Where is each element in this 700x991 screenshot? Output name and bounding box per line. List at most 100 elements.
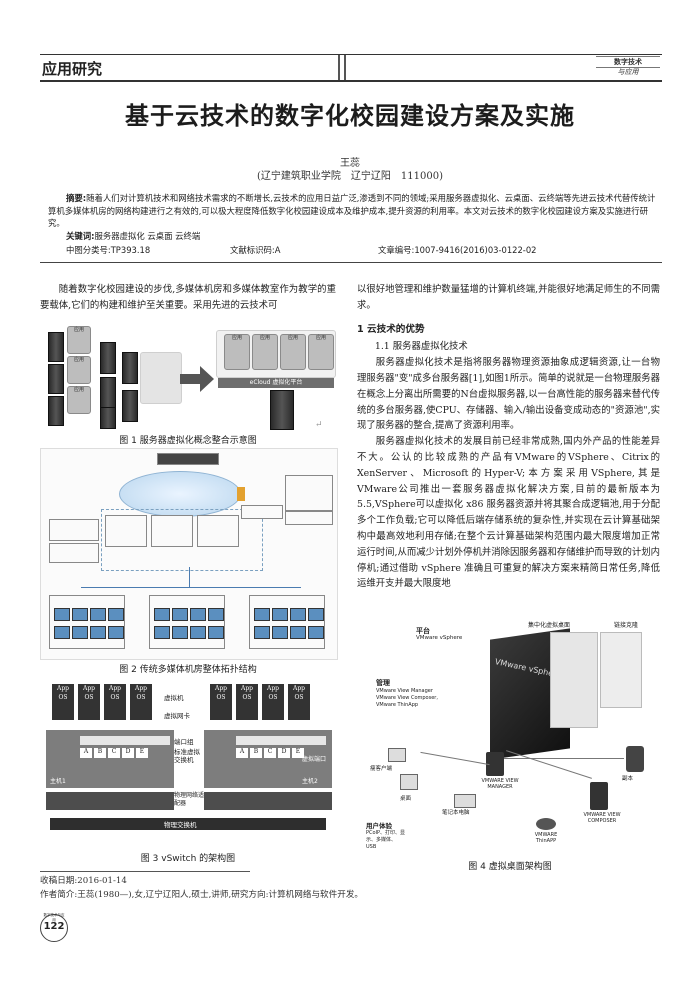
port-group-bar (80, 736, 170, 745)
desktop-icon (400, 774, 418, 790)
server-group (105, 515, 147, 547)
logo-rule (596, 67, 660, 68)
label-replica: 副本 (622, 776, 634, 782)
view-composer-server (590, 782, 608, 810)
label-std-switch: 标准虚拟交换机 (174, 748, 200, 764)
label-mgmt: 管理 (376, 679, 390, 687)
network-line (189, 567, 190, 587)
storage-box (49, 543, 99, 563)
server-tower (48, 364, 64, 394)
vm-app-box: 应用 (224, 334, 250, 370)
user-exp-list: PCoIP、打印、显示、多媒体、USB (366, 830, 406, 850)
server-tower (122, 390, 138, 422)
label-host2: 主机2 (302, 778, 318, 785)
label-platform-sub: VMware vSphere (416, 635, 463, 641)
arrow-icon (200, 366, 214, 392)
mgmt-list: VMware View Manager VMware View Composer… (376, 688, 438, 708)
label-uplink: 物理网络适配器 (174, 792, 205, 807)
page-number: 122 (43, 921, 65, 932)
label-vnic: 虚拟网卡 (164, 712, 190, 720)
server-group (197, 515, 239, 547)
thin-client-icon (388, 748, 406, 762)
received-date: 收稿日期:2016-01-14 (40, 876, 127, 886)
section-heading: 1 云技术的优势 (357, 323, 425, 335)
uplinks-host1 (46, 792, 174, 810)
uplinks-host2 (204, 792, 332, 810)
port-group-bar (236, 736, 326, 745)
label-view-manager: VMWARE VIEW MANAGER (481, 778, 519, 790)
ports-host1: A B C D E (80, 748, 176, 758)
figure-4: 平台 VMware vSphere 集中化虚拟桌面 链接克隆 VMware vS… (360, 608, 660, 858)
header-rule-bottom (40, 80, 662, 82)
vm-app-box: 应用 (252, 334, 278, 370)
left-column-text: 随着数字化校园建设的步伐,多媒体机房和多媒体教室作为教学的重要载体,它们的构建和… (40, 282, 336, 314)
header-divider (344, 55, 346, 80)
connector (420, 751, 490, 766)
computer-lab (249, 595, 325, 649)
journal-logo-line1: 数字技术 (614, 57, 642, 66)
class-number: 中图分类号:TP393.18 (66, 245, 151, 255)
intro-continuation: 以很好地管理和维护数量猛增的计算机终端,并能很好地满足师生的不同需求。 (357, 284, 660, 311)
subsection-heading: 1.1 服务器虚拟化技术 (374, 341, 468, 353)
label-desktop: 桌面 (400, 796, 412, 802)
label-desktop-center: 集中化虚拟桌面 (528, 622, 571, 629)
connector (506, 750, 592, 779)
label-vm: 虚拟机 (164, 694, 184, 702)
app-box: 应用 (67, 356, 91, 384)
right-column-text: 以很好地管理和维护数量猛增的计算机终端,并能很好地满足师生的不同需求。 1 云技… (357, 282, 660, 592)
footnote-rule (40, 871, 250, 872)
figure-4-caption: 图 4 虚拟桌面架构图 (468, 862, 552, 872)
physical-switch (50, 818, 326, 830)
server-tower (122, 352, 138, 384)
server-tower (100, 377, 116, 409)
computer-lab (149, 595, 225, 649)
page-badge (40, 914, 68, 942)
label-host1: 主机1 (50, 778, 66, 785)
journal-logo-line2: 与应用 (617, 68, 639, 76)
header-rule-top (40, 54, 662, 55)
label-thin-client: 瘦客户端 (370, 766, 393, 772)
article-title: 基于云技术的数字化校园建设方案及实施 (125, 101, 575, 130)
abstract-rule (40, 262, 662, 263)
article-affiliation: (辽宁建筑职业学院 辽宁辽阳 111000) (257, 171, 443, 182)
label-laptop: 笔记本电脑 (442, 810, 470, 816)
abstract-label: 摘要: (66, 193, 87, 203)
server-group (151, 515, 193, 547)
virtualization-platform: eCloud 虚拟化平台 (218, 378, 334, 388)
storage-box (49, 519, 99, 541)
terminal-label (241, 505, 283, 519)
server-tower (48, 396, 64, 426)
laptop-icon (454, 794, 476, 808)
label-port-group: 端口组 (174, 738, 194, 746)
header-divider (338, 55, 340, 80)
paragraph: 服务器虚拟化技术的发展目前已经非常成熟,国内外产品的性能差异不大。公认的比较成熟… (357, 436, 660, 590)
vm-app-box: 应用 (308, 334, 334, 370)
keywords: 关键词:服务器虚拟化 云桌面 云终端 (66, 230, 200, 242)
logo-rule (596, 56, 660, 57)
thinapp-icon (536, 818, 556, 830)
keywords-text: 服务器虚拟化 云桌面 云终端 (94, 231, 201, 241)
figure-3-caption: 图 3 vSwitch 的架构图 (140, 854, 236, 864)
server-tower (48, 332, 64, 362)
figure-1: 应用 应用 应用 应用 应用 应用 应用 eCloud 虚拟化平台 (40, 322, 340, 430)
mobile-devices (285, 475, 333, 511)
page-badge-text: 数字技术与应用 (43, 913, 65, 922)
label-phys-switch: 物理交换机 (164, 821, 197, 829)
arrow-body (180, 374, 202, 384)
label-platform: 平台 (416, 627, 430, 635)
journal-logo: 数字技术 与应用 (598, 56, 658, 80)
paragraph: 服务器虚拟化技术是指将服务器物理资源抽象成逻辑资源,让一台物理服务器"变"成多台… (357, 357, 660, 432)
vm-app-box: 应用 (280, 334, 306, 370)
server-tower (100, 407, 116, 429)
core-switch (157, 453, 219, 465)
article-author: 王蕊 (340, 158, 360, 169)
